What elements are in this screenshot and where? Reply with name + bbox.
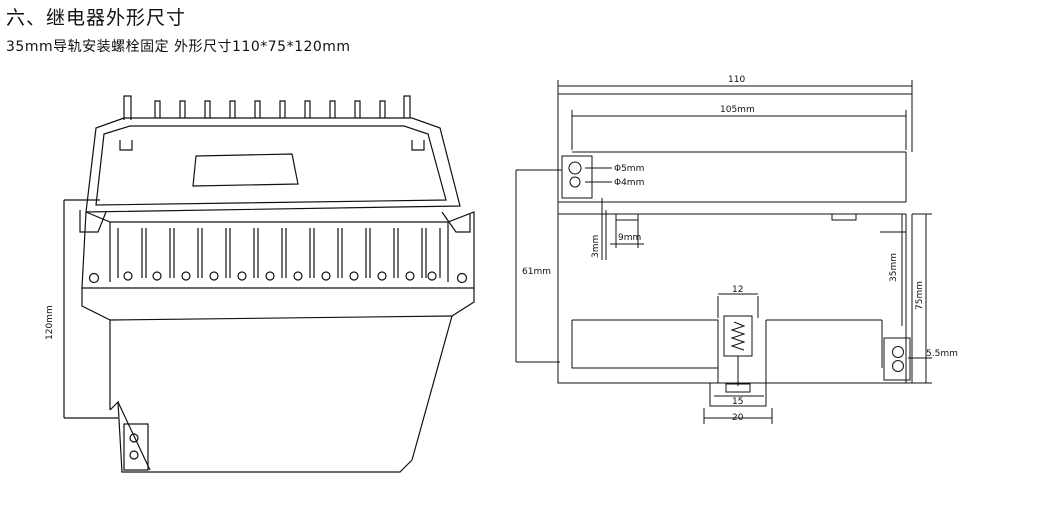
hole-phi5 — [568, 161, 582, 175]
height-120-label: 120mm — [45, 305, 55, 340]
heat-sink-fins — [123, 95, 411, 120]
slot-9mm-label: 9mm — [618, 233, 641, 243]
outer-frame — [557, 93, 913, 384]
terminal-screws — [88, 271, 468, 284]
rail-35mm-label: 35mm — [889, 253, 899, 282]
label-window — [192, 153, 299, 187]
hole-phi5-label: Φ5mm — [614, 164, 644, 174]
housing-top-face — [85, 117, 461, 213]
hole-phi4 — [569, 176, 581, 188]
housing-body — [81, 288, 475, 461]
height-75mm-label: 75mm — [915, 281, 925, 310]
width-110-label: 110 — [728, 75, 745, 85]
hole-phi4-label: Φ4mm — [614, 178, 644, 188]
relay-perspective-drawing: 120mm — [45, 95, 475, 473]
height-61mm-label: 61mm — [522, 267, 551, 277]
clip-15-label: 15 — [732, 397, 743, 407]
width-110-dimension — [557, 80, 913, 94]
section-heading: 六、继电器外形尺寸 — [6, 7, 187, 29]
terminal-strip — [81, 211, 475, 289]
clip-20-label: 20 — [732, 413, 744, 423]
hole-5.5mm-label: 5.5mm — [926, 349, 958, 359]
hole-5.5 — [892, 346, 904, 358]
section-subheading: 35mm导轨安装螺栓固定 外形尺寸110*75*120mm — [6, 39, 351, 55]
gap-3mm-label: 3mm — [591, 235, 601, 258]
width-105-label: 105mm — [720, 105, 755, 115]
mounting-foot — [109, 400, 413, 473]
clip-12-label: 12 — [732, 285, 743, 295]
terminal-slots — [117, 228, 441, 278]
din-rail-clip — [703, 293, 773, 424]
